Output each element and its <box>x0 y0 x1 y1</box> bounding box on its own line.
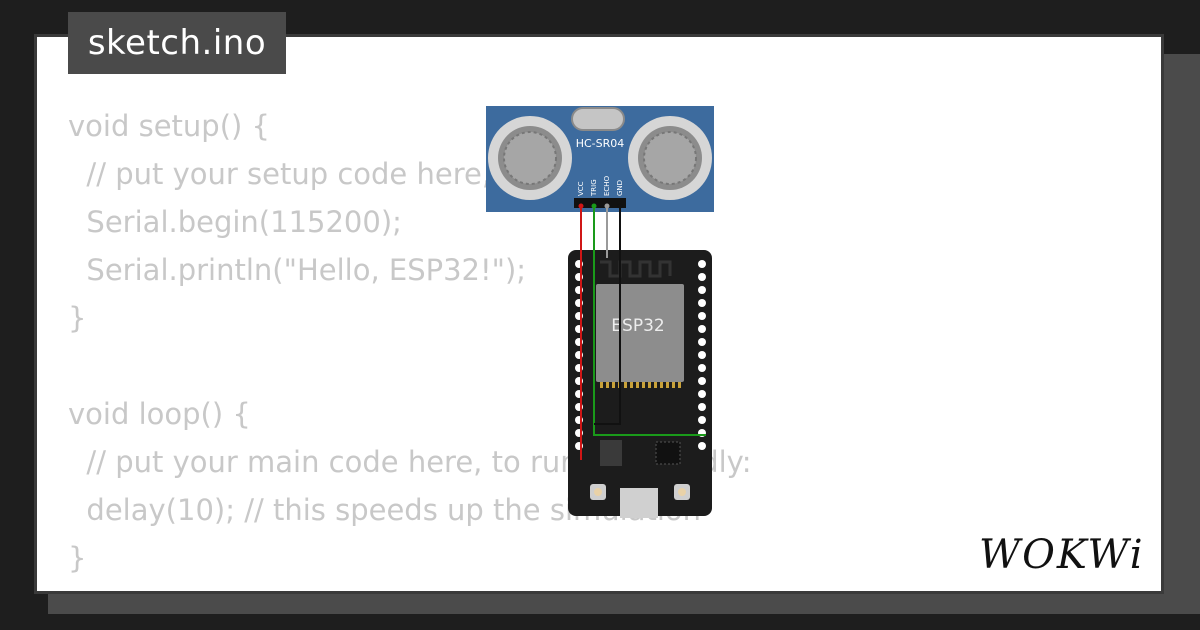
code-line: void setup() { <box>68 109 270 143</box>
wire-trig[interactable] <box>593 206 706 436</box>
code-line: } <box>68 541 87 575</box>
right-transducer <box>628 116 712 200</box>
code-line: } <box>68 301 87 335</box>
left-transducer <box>488 116 572 200</box>
pin-label-vcc: VCC <box>577 181 585 196</box>
hc-sr04-sensor[interactable]: HC-SR04 VCC TRIG ECHO GND <box>486 106 714 212</box>
usb-uart-chip <box>655 441 681 465</box>
voltage-regulator <box>600 440 622 466</box>
esp32-module <box>596 284 684 382</box>
sensor-header <box>574 198 626 208</box>
esp32-label: ESP32 <box>611 316 664 336</box>
code-line: Serial.begin(115200); <box>68 205 402 239</box>
code-line: Serial.println("Hello, ESP32!"); <box>68 253 527 287</box>
pin-label-trig: TRIG <box>590 179 598 197</box>
wire-gnd[interactable] <box>594 206 621 425</box>
pin-label-gnd: GND <box>616 180 624 196</box>
wires <box>578 203 706 460</box>
circuit-diagram: ESP32 <box>486 106 714 518</box>
esp32-board[interactable]: ESP32 <box>568 250 712 518</box>
file-tab-label: sketch.ino <box>87 23 267 63</box>
right-header-pins <box>698 260 706 450</box>
file-tab[interactable]: sketch.ino <box>68 12 286 74</box>
usb-port <box>620 488 658 518</box>
code-line: void loop() { <box>68 397 251 431</box>
wokwi-logo: WOKWi <box>979 532 1145 578</box>
antenna-trace <box>600 260 672 278</box>
sensor-model-label: HC-SR04 <box>576 137 625 150</box>
crystal <box>571 107 625 131</box>
wokwi-logo-text: WOKWi <box>979 532 1145 578</box>
pin-label-echo: ECHO <box>603 175 611 196</box>
